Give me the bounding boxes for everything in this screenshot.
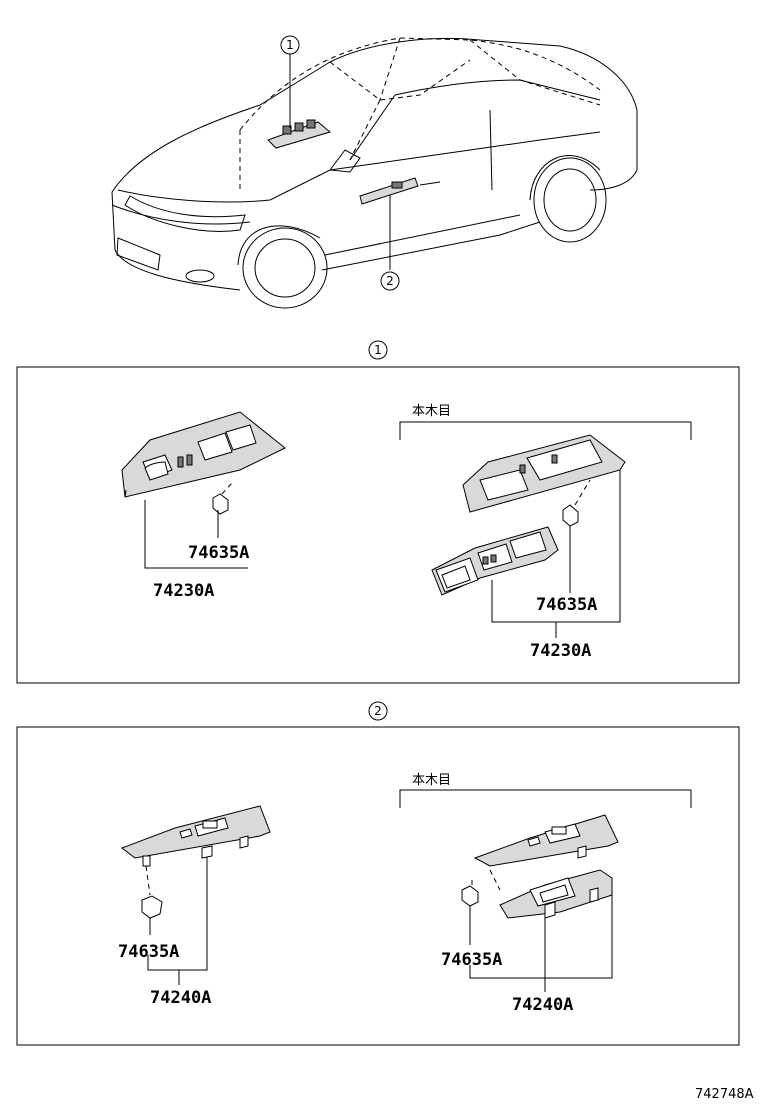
section-2-variant-label: 本木目 (412, 773, 451, 788)
figure-reference: 742748A (695, 1087, 754, 1102)
section-1-callout: 1 (368, 340, 388, 360)
section-1-right-bezel (462, 434, 626, 527)
section-2-left-part-74240A: 74240A (150, 988, 211, 1008)
section-1-left-switch (121, 411, 286, 515)
svg-text:1: 1 (374, 343, 382, 357)
section-2-left-switch (120, 805, 271, 919)
callout-number: 2 (386, 274, 394, 288)
section-2-right-switch-module (461, 869, 613, 919)
section-1-right-part-74635A: 74635A (536, 595, 597, 615)
car-overview-illustration (111, 37, 638, 309)
section-2-callout: 2 (368, 701, 388, 721)
section-1-variant-bracket (399, 421, 692, 440)
section-2-left-part-74635A: 74635A (118, 942, 179, 962)
section-1-right-switch-module (431, 526, 559, 596)
section-2-variant-bracket (399, 789, 692, 808)
callout-1-top: 1 (280, 35, 300, 55)
section-2-right-part-74240A: 74240A (512, 995, 573, 1015)
section-2-frame (16, 726, 740, 1046)
section-2-right-part-74635A: 74635A (441, 950, 502, 970)
section-2-right-bezel (473, 814, 619, 891)
section-1-variant-label: 本木目 (412, 404, 451, 419)
section-1-left-part-74635A: 74635A (188, 543, 249, 563)
callout-2-top: 2 (380, 271, 400, 291)
callout-number: 1 (286, 38, 294, 52)
section-1-right-part-74230A: 74230A (530, 641, 591, 661)
svg-text:2: 2 (374, 704, 382, 718)
section-1-frame (16, 366, 740, 684)
section-1-left-part-74230A: 74230A (153, 581, 214, 601)
